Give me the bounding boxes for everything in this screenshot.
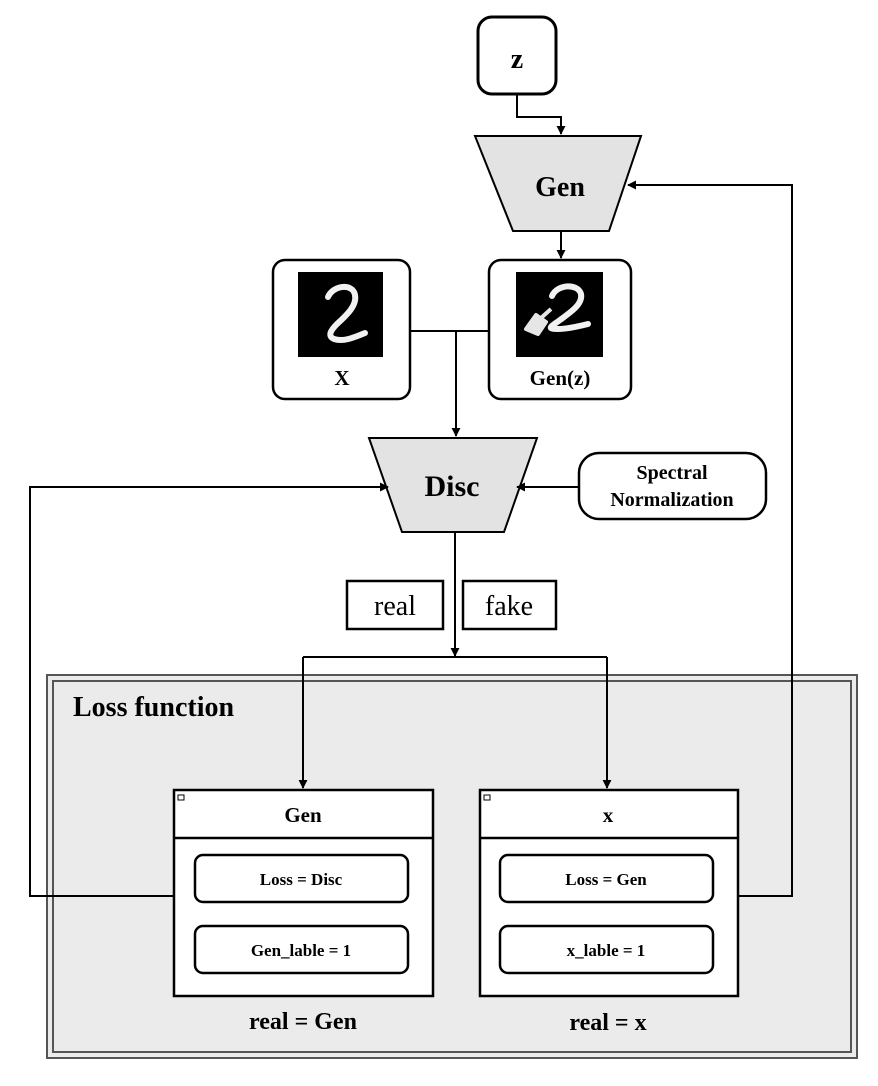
collapse-icon[interactable] (177, 794, 185, 801)
generated-digit-glyph (547, 283, 591, 332)
gen-loss-row1: Loss = Disc (260, 870, 343, 889)
x-loss-caption: real = x (569, 1010, 646, 1036)
real-tag: real (345, 579, 445, 631)
gen-loss-card: Gen Loss = Disc Gen_lable = 1 (172, 788, 435, 998)
real-image-caption: X (334, 366, 349, 390)
generator-block: Gen (473, 135, 643, 232)
discriminator-block: Disc (367, 437, 539, 533)
discriminator-label: Disc (425, 470, 480, 503)
x-loss-card: x Loss = Gen x_lable = 1 (478, 788, 740, 998)
generated-digit-noise (524, 307, 553, 336)
x-loss-card-title: x (603, 803, 614, 827)
gen-loss-row2: Gen_lable = 1 (251, 941, 351, 960)
arrow-x-card-to-gen (627, 180, 793, 897)
x-loss-row2: x_lable = 1 (567, 941, 646, 960)
fake-image-caption: Gen(z) (530, 366, 591, 390)
spectral-label-line2: Normalization (610, 489, 733, 511)
arrow-gen-card-to-disc (29, 482, 389, 897)
collapse-icon[interactable] (483, 794, 491, 801)
z-input-node: z (476, 15, 558, 96)
real-image-card: X (271, 258, 412, 401)
digit-two-glyph (325, 284, 368, 344)
fake-image-card: Gen(z) (487, 258, 633, 401)
spectral-normalization-node: Spectral Normalization (577, 451, 768, 521)
z-label: z (511, 44, 523, 75)
connectors (29, 94, 793, 897)
gen-loss-card-title: Gen (284, 803, 322, 827)
spectral-label-line1: Spectral (636, 462, 708, 484)
fake-tag-label: fake (485, 591, 533, 622)
fake-digit-image (516, 272, 603, 357)
fake-tag: fake (461, 579, 558, 631)
real-tag-label: real (374, 591, 416, 622)
generator-label: Gen (535, 172, 585, 203)
x-loss-row1: Loss = Gen (565, 870, 647, 889)
loss-function-title: Loss function (73, 692, 234, 723)
gen-loss-caption: real = Gen (249, 1009, 357, 1035)
arrow-z-to-gen (516, 94, 566, 135)
